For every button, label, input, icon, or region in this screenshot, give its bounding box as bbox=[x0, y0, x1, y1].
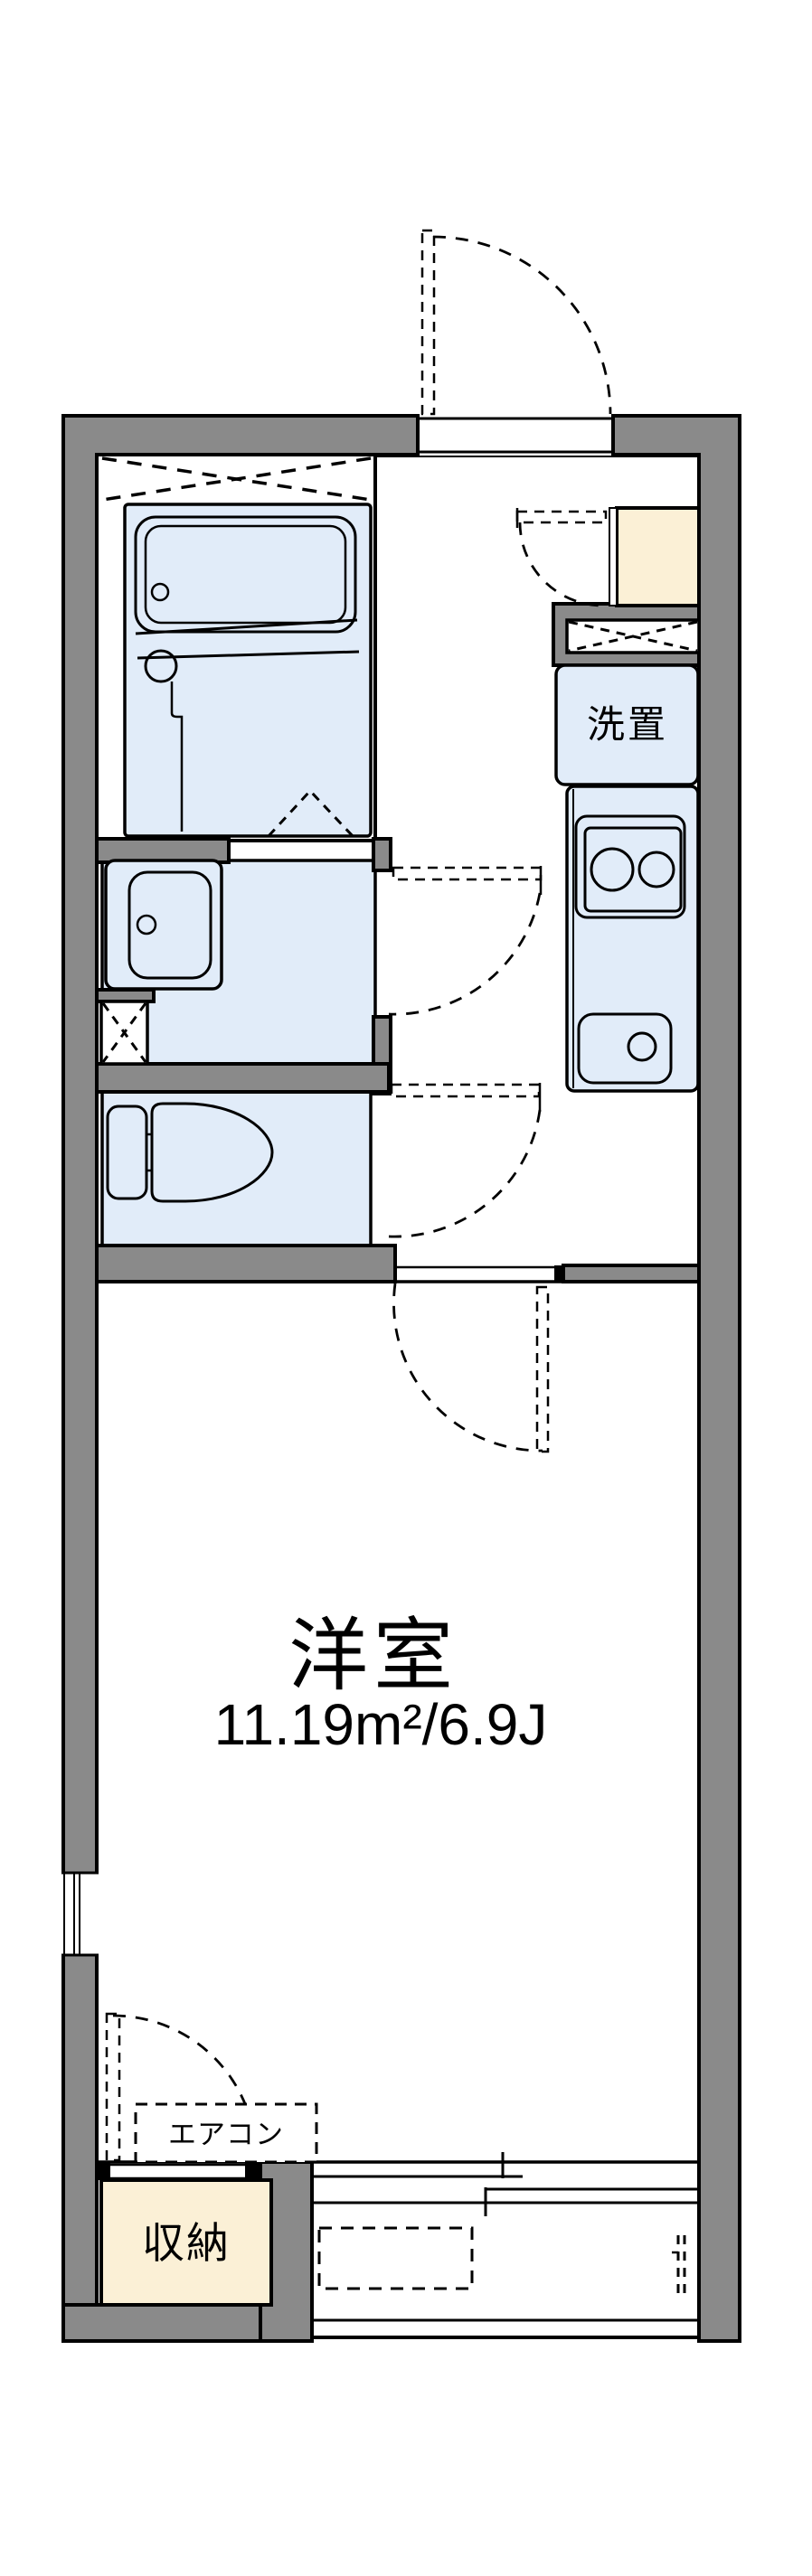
washer-space-label: 洗置 bbox=[587, 703, 668, 746]
bath-washroom-wall bbox=[95, 837, 231, 864]
washroom-shaft-x2 bbox=[101, 1002, 147, 1063]
stove-burner-left bbox=[590, 847, 635, 892]
inner-walls bbox=[61, 602, 701, 2343]
main-room-floor bbox=[95, 1280, 701, 2164]
entrance-door-leaf bbox=[420, 229, 436, 416]
bathtub-drain bbox=[150, 582, 170, 602]
storage-closet-box bbox=[99, 2178, 273, 2307]
bathtub bbox=[134, 515, 357, 634]
toilet-tank bbox=[106, 1105, 148, 1200]
washroom-door-leaf bbox=[392, 866, 543, 881]
closet-jamb-left bbox=[98, 2162, 110, 2180]
unit-bath bbox=[101, 456, 373, 838]
bath-top-fold-mark-2 bbox=[101, 456, 372, 502]
cabinet-door-leaf bbox=[515, 510, 608, 524]
washroom-door-swing-arc bbox=[388, 892, 542, 1016]
washroom-toilet-wall bbox=[95, 1062, 391, 1094]
mainroom-top-wall-right bbox=[562, 1264, 701, 1283]
kitchen-unit bbox=[565, 785, 700, 1093]
balcony bbox=[310, 2152, 698, 2339]
toilet bbox=[106, 1102, 274, 1203]
cabinet-door-swing-arc bbox=[518, 522, 604, 607]
sink-drain bbox=[627, 1031, 657, 1062]
storage-area: 収納 エアコン bbox=[98, 2012, 318, 2307]
stove-burner-right bbox=[637, 851, 675, 888]
storage-bottom-wall bbox=[61, 2303, 275, 2343]
mainroom-top-wall-left bbox=[95, 1244, 397, 1283]
entrance-door-swing-arc bbox=[432, 235, 612, 415]
kitchen-column: 洗置 bbox=[554, 618, 701, 1093]
main-room-area-label: 11.19m²/6.9J bbox=[214, 1692, 548, 1757]
main-room-door bbox=[392, 1265, 554, 1453]
entrance-door bbox=[420, 229, 612, 416]
aircon-label: エアコン bbox=[168, 2119, 284, 2150]
entrance-opening bbox=[375, 417, 699, 457]
shoe-cabinet-front bbox=[609, 507, 618, 606]
toilet-door-leaf bbox=[390, 1083, 541, 1098]
balcony-dashed-area bbox=[317, 2226, 474, 2290]
mainroom-door-leaf bbox=[535, 1285, 550, 1453]
washer-space-box bbox=[554, 663, 700, 786]
stove-top bbox=[583, 826, 683, 913]
mainroom-door-jamb bbox=[554, 1265, 565, 1282]
kitchen-sink bbox=[577, 1012, 673, 1085]
main-room-labels: 洋室 11.19m²/6.9J bbox=[214, 1611, 548, 1757]
washbasin-faucet bbox=[136, 914, 157, 935]
kitchen-shaft-x2 bbox=[568, 620, 698, 653]
washbasin-cabinet bbox=[104, 859, 223, 991]
closet-door-leaf bbox=[105, 2012, 121, 2162]
entrance-storage bbox=[515, 506, 701, 607]
toilet-door bbox=[388, 1083, 542, 1238]
storage-label: 収納 bbox=[142, 2219, 231, 2267]
washroom bbox=[99, 859, 223, 1066]
right-top-wall bbox=[611, 414, 741, 2343]
washbasin-bowl bbox=[127, 870, 212, 980]
bath-divider-line-1 bbox=[135, 618, 358, 635]
washroom-door bbox=[388, 866, 543, 1016]
hall-wall-piece-1 bbox=[372, 837, 392, 872]
aircon-box bbox=[134, 2102, 318, 2164]
stove-container bbox=[574, 814, 686, 919]
closet-jamb-right bbox=[245, 2162, 262, 2180]
toilet-door-swing-arc bbox=[388, 1109, 542, 1238]
shower-faucet bbox=[144, 649, 178, 683]
main-room-label: 洋室 bbox=[288, 1611, 458, 1700]
left-wall-window bbox=[61, 1871, 99, 1957]
washbasin-shaft-wall bbox=[95, 988, 156, 1003]
bath-unit bbox=[123, 503, 373, 838]
shoe-cabinet bbox=[615, 506, 701, 607]
bathtub-inner bbox=[144, 524, 347, 625]
bath-folding-door-mark bbox=[267, 788, 354, 838]
toilet-bowl bbox=[150, 1102, 274, 1203]
bath-counter-line bbox=[170, 682, 184, 832]
